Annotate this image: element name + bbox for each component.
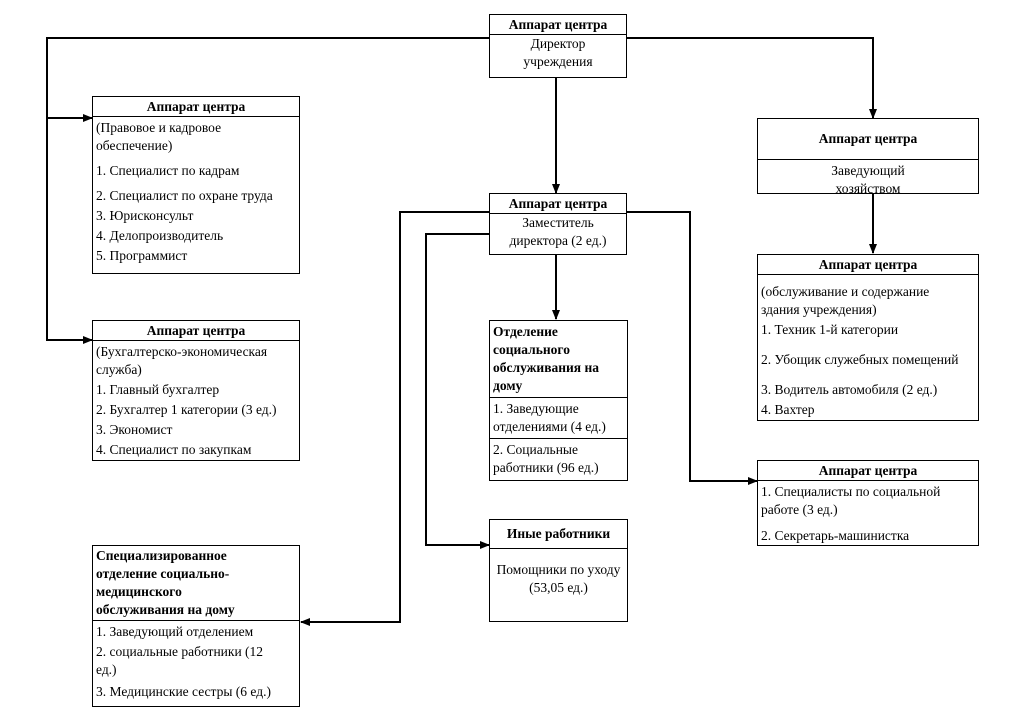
accounting-line-1: (Бухгалтерско-экономическая	[96, 344, 268, 359]
home-service-item-1: 1. Заведующие отделениями (4 ед.)	[490, 398, 627, 439]
deputy-line-1: Заместитель	[522, 215, 594, 230]
social-work-box: Аппарат центра 1. Специалисты по социаль…	[757, 460, 979, 546]
accounting-item-3: 3. Экономист	[96, 422, 173, 437]
accounting-title: Аппарат центра	[93, 321, 299, 341]
home-service-box: Отделение социального обслуживания на до…	[489, 320, 628, 481]
director-title: Аппарат центра	[490, 15, 626, 35]
social-work-item-2: 2. Секретарь-машинистка	[761, 528, 910, 543]
legal-hr-line-2: обеспечение)	[96, 138, 173, 153]
medical-home-item-3: 3. Медицинские сестры (6 ед.)	[96, 684, 271, 699]
accounting-box: Аппарат центра (Бухгалтерско-экономическ…	[92, 320, 300, 461]
other-workers-line-1: Помощники по уходу	[496, 562, 621, 577]
medical-home-title: Специализированное отделение социально- …	[93, 546, 299, 621]
arrow-deputy-to-other-workers	[425, 233, 490, 549]
medical-home-item-2: 2. социальные работники (12	[96, 644, 264, 659]
social-work-line-2: работе (3 ед.)	[761, 502, 838, 517]
legal-hr-item-2: 2. Специалист по охране труда	[96, 188, 273, 203]
home-service-title-line-4: дому	[493, 378, 523, 393]
legal-hr-box: Аппарат центра (Правовое и кадровое обес…	[92, 96, 300, 274]
social-work-line-1: 1. Специалисты по социальной	[761, 484, 941, 499]
maintenance-item-3: 3. Водитель автомобиля (2 ед.)	[761, 382, 938, 397]
deputy-title: Аппарат центра	[490, 194, 626, 214]
home-service-item-2-line-2: работники (96 ед.)	[493, 460, 599, 475]
arrow-director-to-accounting	[46, 37, 490, 344]
other-workers-box: Иные работники Помощники по уходу (53,05…	[489, 519, 628, 622]
maintenance-line-2: здания учреждения)	[761, 302, 877, 317]
home-service-title-line-2: социального	[493, 342, 570, 357]
arrow-director-to-housekeeping	[627, 37, 877, 119]
home-service-item-2-line-1: 2. Социальные	[493, 442, 578, 457]
medical-home-box: Специализированное отделение социально- …	[92, 545, 300, 707]
housekeeping-line-1: Заведующий	[831, 163, 905, 178]
arrow-deputy-to-social-work	[627, 211, 758, 485]
legal-hr-line-1: (Правовое и кадровое	[96, 120, 222, 135]
other-workers-line-2: (53,05 ед.)	[529, 580, 588, 595]
home-service-title-line-1: Отделение	[493, 324, 558, 339]
accounting-item-1: 1. Главный бухгалтер	[96, 382, 220, 397]
home-service-title-line-3: обслуживания на	[493, 360, 600, 375]
maintenance-title: Аппарат центра	[758, 255, 978, 275]
legal-hr-title: Аппарат центра	[93, 97, 299, 117]
medical-home-title-line-2: отделение социально-	[96, 566, 230, 581]
housekeeping-line-2: хозяйством	[835, 181, 901, 196]
medical-home-title-line-1: Специализированное	[96, 548, 227, 563]
accounting-item-4: 4. Специалист по закупкам	[96, 442, 252, 457]
medical-home-item-2-cont: ед.)	[96, 662, 117, 677]
legal-hr-item-3: 3. Юрисконсульт	[96, 208, 194, 223]
social-work-title: Аппарат центра	[758, 461, 978, 481]
other-workers-title: Иные работники	[490, 520, 627, 549]
accounting-line-2: служба)	[96, 362, 142, 377]
maintenance-item-4: 4. Вахтер	[761, 402, 815, 417]
arrow-deputy-to-medical-home	[300, 211, 490, 626]
maintenance-line-1: (обслуживание и содержание	[761, 284, 930, 299]
legal-hr-item-1: 1. Специалист по кадрам	[96, 163, 240, 178]
director-line-2: учреждения	[523, 54, 593, 69]
housekeeping-box: Аппарат центра Заведующий хозяйством	[757, 118, 979, 196]
deputy-line-2: директора (2 ед.)	[509, 233, 607, 248]
housekeeping-title: Аппарат центра	[758, 119, 978, 160]
legal-hr-item-5: 5. Программист	[96, 248, 188, 263]
legal-hr-item-4: 4. Делопроизводитель	[96, 228, 224, 243]
accounting-item-2: 2. Бухгалтер 1 категории (3 ед.)	[96, 402, 277, 417]
maintenance-item-2: 2. Убощик служебных помещений	[761, 352, 959, 367]
medical-home-title-line-3: медицинского	[96, 584, 182, 599]
maintenance-item-1: 1. Техник 1-й категории	[761, 322, 899, 337]
medical-home-title-line-4: обслуживания на дому	[96, 602, 235, 617]
home-service-item-2: 2. Социальные работники (96 ед.)	[490, 439, 627, 479]
deputy-box: Аппарат центра Заместитель директора (2 …	[489, 193, 627, 255]
home-service-item-1-line-1: 1. Заведующие	[493, 401, 579, 416]
director-box: Аппарат центра Директор учреждения	[489, 14, 627, 78]
maintenance-box: Аппарат центра (обслуживание и содержани…	[757, 254, 979, 421]
medical-home-item-1: 1. Заведующий отделением	[96, 624, 254, 639]
home-service-title: Отделение социального обслуживания на до…	[490, 321, 627, 398]
director-line-1: Директор	[530, 36, 586, 51]
home-service-item-1-line-2: отделениями (4 ед.)	[493, 419, 606, 434]
